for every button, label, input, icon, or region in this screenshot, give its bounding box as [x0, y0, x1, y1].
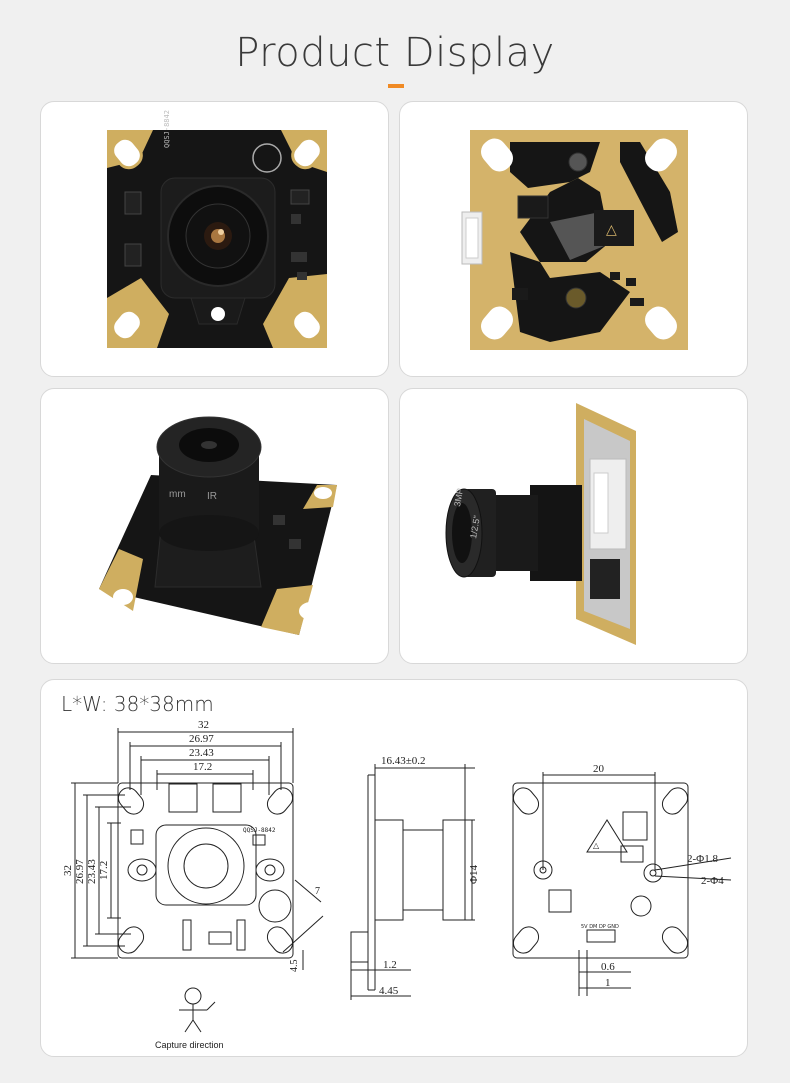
- side-board-photo: 1/2.5" 3MP: [445, 403, 636, 645]
- dim-side-12: 1.2: [383, 959, 397, 971]
- dim-height-172: 17.2: [98, 861, 110, 880]
- dim-tilt-7: 7: [315, 886, 320, 897]
- drawing-board-marking: QQSJ-8842: [243, 827, 276, 834]
- dim-back-1: 1: [605, 977, 611, 989]
- dimension-drawings: △ 32 26.97 23.43 17.2 32 26.97 23.43 17.…: [62, 719, 732, 1050]
- dim-width-32: 32: [198, 719, 209, 731]
- svg-text:△: △: [593, 841, 600, 850]
- dim-width-172: 17.2: [193, 761, 212, 773]
- dim-back-06: 0.6: [601, 961, 615, 973]
- dim-width-2697: 26.97: [189, 733, 214, 745]
- dim-width-2343: 23.43: [189, 747, 214, 759]
- dim-lens-diameter: Φ14: [468, 864, 480, 884]
- dimension-drawing-card: L*W: 38*38mm: [40, 679, 748, 1057]
- lens-marking-mm: mm: [169, 489, 186, 500]
- svg-text:△: △: [606, 221, 617, 237]
- lens-marking-mp: 3MP: [452, 487, 465, 507]
- photo-card-back: △: [399, 101, 748, 377]
- connector-marking: 5V DM DP GND: [581, 924, 619, 930]
- dim-back-20: 20: [593, 763, 605, 775]
- angled-board-photo: mm IR: [99, 416, 337, 635]
- dim-side-445: 4.45: [379, 985, 399, 997]
- dim-height-2697: 26.97: [74, 859, 86, 884]
- dimension-heading: L*W: 38*38mm: [61, 692, 214, 716]
- lens-marking-size: 1/2.5": [468, 515, 482, 540]
- dim-hole-4: 2-Φ4: [701, 875, 724, 887]
- dim-height-32: 32: [62, 865, 74, 876]
- lens-marking-ir: IR: [207, 491, 217, 502]
- capture-direction-caption: Capture direction: [155, 1040, 224, 1050]
- page-title: Product Display: [235, 30, 555, 76]
- title-accent-bar: [388, 84, 404, 88]
- dim-hole-18: 2-Φ1.8: [687, 853, 718, 865]
- photo-card-angled: mm IR: [40, 388, 389, 664]
- dim-corner-45: 4.5: [289, 960, 300, 973]
- back-board-photo: △: [461, 130, 688, 350]
- dim-height-2343: 23.43: [86, 859, 98, 884]
- board-marking: QQSJ-8842: [163, 110, 171, 148]
- photo-card-side: 1/2.5" 3MP: [399, 388, 748, 664]
- front-board-photo: QQSJ-8842: [107, 110, 327, 348]
- photo-card-front: QQSJ-8842: [40, 101, 389, 377]
- dim-side-length: 16.43±0.2: [381, 755, 426, 767]
